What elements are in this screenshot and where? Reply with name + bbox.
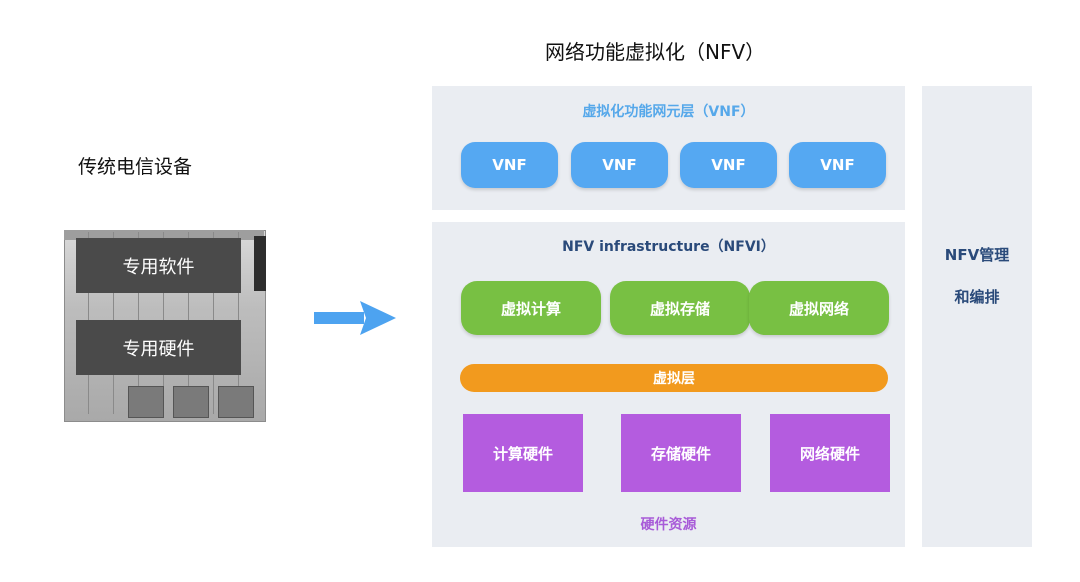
device-bottom-slot xyxy=(173,386,209,418)
virtual-network-block: 虚拟网络 xyxy=(749,281,889,335)
legacy-device-illustration: 专用软件 专用硬件 xyxy=(58,226,273,426)
diagram-title: 网络功能虚拟化（NFV） xyxy=(545,40,766,64)
virtualization-layer-bar: 虚拟层 xyxy=(460,364,888,392)
virtual-compute-block: 虚拟计算 xyxy=(461,281,601,335)
storage-hardware-block: 存储硬件 xyxy=(621,414,741,492)
transition-arrow-icon xyxy=(314,301,396,335)
nfvi-title: NFV infrastructure（NFVI） xyxy=(562,239,775,255)
device-side-port xyxy=(254,236,266,291)
mano-label-line2: 和编排 xyxy=(954,288,1000,306)
vnf-block: VNF xyxy=(680,142,777,188)
dedicated-software-label: 专用软件 xyxy=(76,238,241,293)
virtual-storage-block: 虚拟存储 xyxy=(610,281,750,335)
mano-label-line1: NFV管理 xyxy=(944,246,1010,264)
vnf-block: VNF xyxy=(571,142,668,188)
dedicated-hardware-label: 专用硬件 xyxy=(76,320,241,375)
device-top-strip xyxy=(64,230,264,240)
device-bottom-slot xyxy=(218,386,254,418)
vnf-layer-title: 虚拟化功能网元层（VNF） xyxy=(582,104,755,120)
hardware-resources-label: 硬件资源 xyxy=(640,517,697,533)
vnf-block: VNF xyxy=(461,142,558,188)
device-bottom-slot xyxy=(128,386,164,418)
network-hardware-block: 网络硬件 xyxy=(770,414,890,492)
compute-hardware-block: 计算硬件 xyxy=(463,414,583,492)
vnf-block: VNF xyxy=(789,142,886,188)
legacy-equipment-title: 传统电信设备 xyxy=(78,156,193,178)
mano-panel xyxy=(922,86,1032,547)
